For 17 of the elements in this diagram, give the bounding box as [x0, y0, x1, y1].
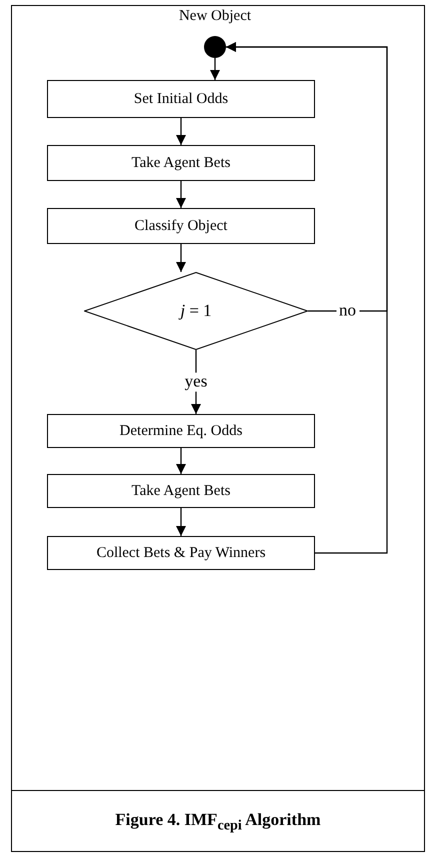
- process-box: Take Agent Bets: [47, 474, 315, 508]
- start-circle: [204, 36, 226, 58]
- process-box: Collect Bets & Pay Winners: [47, 536, 315, 570]
- process-box: Set Initial Odds: [47, 80, 315, 118]
- process-box: Take Agent Bets: [47, 145, 315, 181]
- arrow: [176, 508, 186, 536]
- condition-text: j = 1: [180, 301, 212, 321]
- figure-caption: Figure 4. IMF$_{cepi}$ Algorithm: [114, 810, 322, 834]
- start-label: New Object: [178, 8, 252, 25]
- arrow: [176, 181, 186, 208]
- arrow: [226, 42, 388, 312]
- arrow: [210, 58, 220, 80]
- arrow: [176, 244, 186, 272]
- process-box: Determine Eq. Odds: [47, 414, 315, 448]
- arrow: [176, 118, 186, 145]
- arrow: [176, 448, 186, 474]
- process-box: Classify Object: [47, 208, 315, 244]
